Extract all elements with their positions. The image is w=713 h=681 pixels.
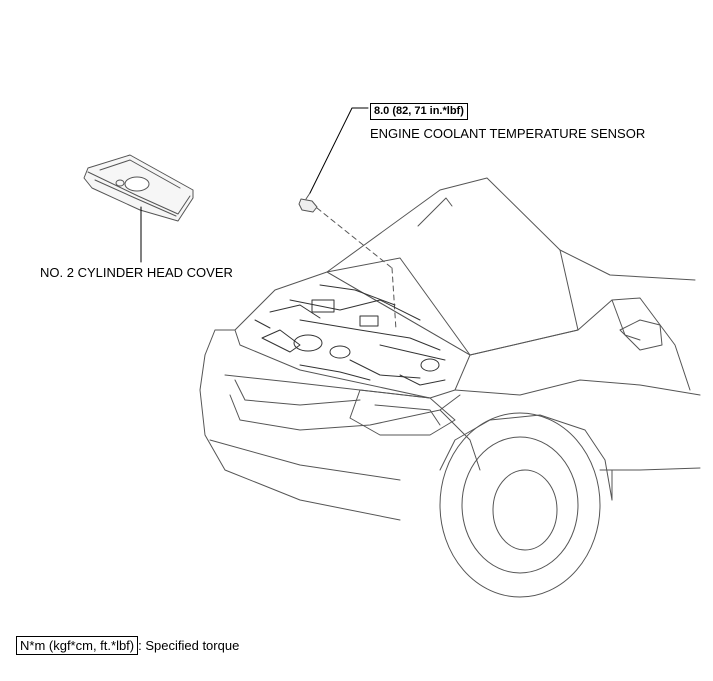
coolant-sensor-illustration: [298, 192, 318, 213]
torque-legend: N*m (kgf*cm, ft.*lbf): Specified torque: [16, 636, 239, 655]
torque-specification-box: 8.0 (82, 71 in.*lbf): [370, 103, 468, 120]
engine-bay-details: [254, 284, 446, 386]
sensor-label: ENGINE COOLANT TEMPERATURE SENSOR: [370, 126, 646, 141]
sensor-leader-line: [309, 107, 369, 194]
projection-lines: [316, 207, 397, 331]
vehicle-illustration: [199, 177, 701, 598]
cylinder-head-cover-illustration: [83, 154, 194, 222]
legend-unit-box: N*m (kgf*cm, ft.*lbf): [16, 636, 139, 655]
legend-description: : Specified torque: [138, 638, 240, 653]
cylinder-head-cover-label: NO. 2 CYLINDER HEAD COVER: [40, 265, 233, 280]
